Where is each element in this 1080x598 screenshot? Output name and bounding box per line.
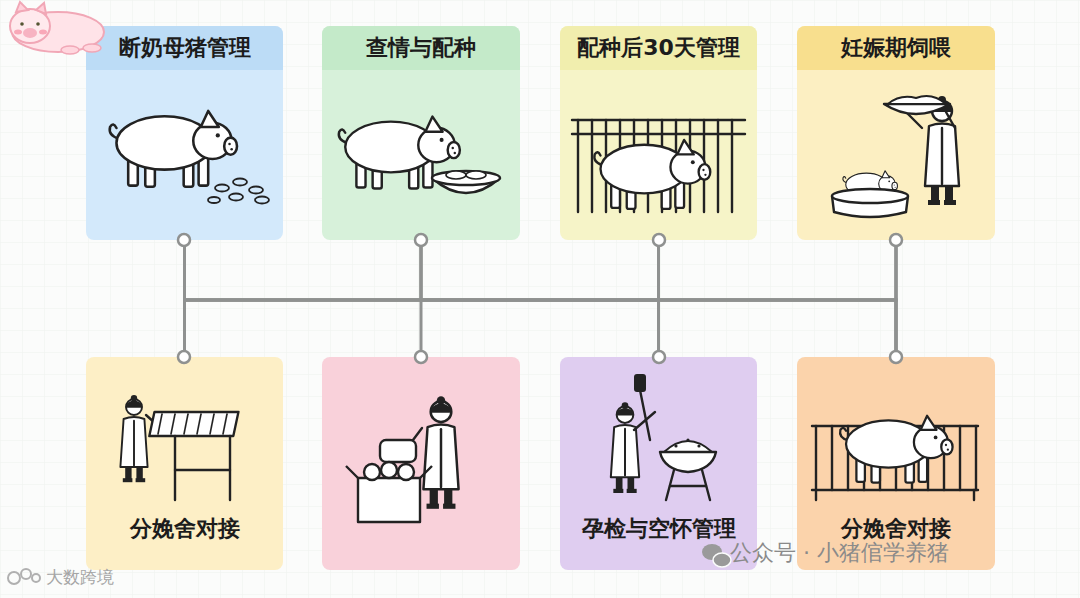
bus-connector xyxy=(895,240,898,357)
step-title: 妊娠期饲喂 xyxy=(841,33,951,63)
step-title: 分娩舍对接 xyxy=(841,514,951,544)
wechat-icon xyxy=(702,544,731,567)
process-card: 断奶母猪管理 xyxy=(86,26,283,240)
sow-illustration xyxy=(110,111,269,204)
box-illustration xyxy=(346,396,459,522)
bus-branch xyxy=(420,300,423,357)
feeding-illustration xyxy=(832,96,959,217)
site-watermark: 大数跨境 xyxy=(46,566,114,589)
card-header: 查情与配种 xyxy=(322,26,520,70)
card-footer: 孕检与空怀管理 xyxy=(560,514,757,544)
crate-illustration xyxy=(812,416,978,500)
step-title: 分娩舍对接 xyxy=(130,514,240,544)
site-logo xyxy=(8,569,40,584)
pig-sticker xyxy=(10,2,104,54)
card-header: 断奶母猪管理 xyxy=(86,26,283,70)
process-card: 查情与配种 xyxy=(322,26,520,240)
card-footer: 分娩舍对接 xyxy=(797,514,995,544)
bus-connector xyxy=(185,240,897,357)
process-card: 孕检与空怀管理 xyxy=(560,357,757,570)
step-title: 孕检与空怀管理 xyxy=(582,514,736,544)
process-card: 分娩舍对接 xyxy=(797,357,995,570)
card-footer: 分娩舍对接 xyxy=(86,514,283,544)
bus-connector xyxy=(659,240,897,357)
trough-illustration xyxy=(120,395,238,500)
watermark: 公众号 · 小猪倌学养猪 xyxy=(730,538,949,568)
bus-connector xyxy=(185,240,897,357)
blank-card xyxy=(322,357,520,570)
fence-pig-illustration xyxy=(572,120,745,212)
process-card: 配种后30天管理 xyxy=(560,26,757,240)
step-title: 断奶母猪管理 xyxy=(119,33,251,63)
step-title: 查情与配种 xyxy=(366,33,476,63)
feed-bowl-illustration xyxy=(611,374,716,500)
eating-pig-illustration xyxy=(339,117,500,193)
process-card: 分娩舍对接 xyxy=(86,357,283,570)
card-header: 配种后30天管理 xyxy=(560,26,757,70)
process-card: 妊娠期饲喂 xyxy=(797,26,995,240)
junction-dots xyxy=(178,234,902,363)
bus-connector xyxy=(659,240,897,357)
card-header: 妊娠期饲喂 xyxy=(797,26,995,70)
step-title: 配种后30天管理 xyxy=(577,33,740,63)
